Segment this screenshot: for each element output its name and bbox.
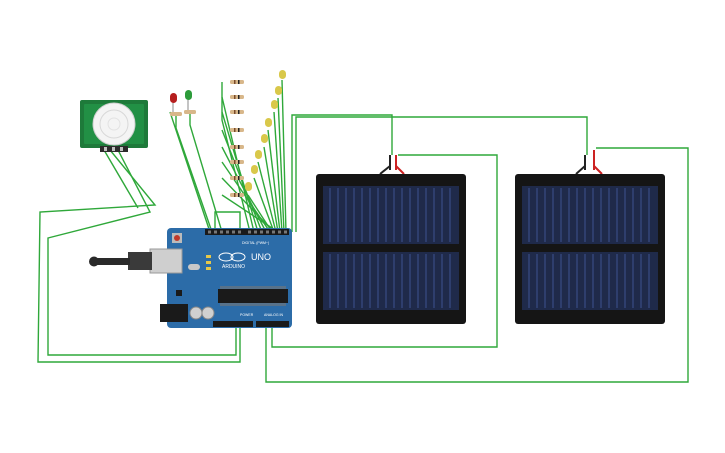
wire-ret-7 [253, 177, 275, 233]
yellow-led-8[interactable] [245, 182, 252, 191]
power-header [213, 321, 253, 327]
wire-solar1-b [271, 154, 498, 348]
solar-panel-2[interactable] [515, 150, 665, 324]
wire-y3 [221, 111, 259, 233]
power-jack [160, 304, 188, 322]
board-model: UNO [251, 252, 271, 262]
solar-panel-1-cell-lines [329, 188, 451, 308]
wire-solar2-b [265, 147, 689, 383]
wire-ret-4 [267, 129, 281, 233]
yellow-led-array [230, 70, 286, 197]
yellow-led-2[interactable] [275, 86, 282, 95]
solar-panel-2-bottom-cells [522, 252, 658, 310]
solar-panel-1[interactable] [316, 155, 466, 324]
pir-dome [92, 102, 136, 146]
wire-ret-6 [257, 161, 277, 233]
wire-red-led [175, 112, 213, 233]
resistor-2[interactable] [230, 95, 244, 99]
wires [37, 79, 689, 383]
wire-green-led [189, 110, 223, 233]
digital-header-label: DIGITAL (PWM~) [242, 241, 269, 245]
status-led-tx [206, 261, 211, 264]
analog-header-label: ANALOG IN [264, 313, 284, 317]
crystal [188, 264, 200, 270]
wire-ret-1 [281, 79, 287, 233]
usb-cable [96, 258, 130, 265]
wire-red-led-res [169, 111, 211, 233]
status-led-rx [206, 267, 211, 270]
yellow-led-5[interactable] [261, 134, 268, 143]
yellow-led-3[interactable] [271, 100, 278, 109]
yellow-led-7[interactable] [251, 165, 258, 174]
resistor-4[interactable] [230, 128, 244, 132]
wire-ret-3 [273, 111, 283, 233]
pir-sensor[interactable] [80, 100, 148, 152]
yellow-led-6[interactable] [255, 150, 262, 159]
resistor-6[interactable] [230, 160, 244, 164]
red-led[interactable] [170, 93, 177, 112]
solar-panel-1-top-cells [323, 186, 459, 244]
solar-panel-2-cell-lines [528, 188, 650, 308]
arduino-logo [218, 252, 246, 262]
power-header-label: POWER [240, 313, 254, 317]
green-led[interactable] [185, 90, 192, 110]
arduino-uno-board[interactable]: DIGITAL (PWM~) ARDUINO UNO POWER ANALOG … [89, 228, 292, 328]
resistor-3[interactable] [230, 110, 244, 114]
wire-y5 [221, 146, 267, 233]
atmega-chip [218, 289, 288, 303]
wire-ret-5 [263, 146, 279, 233]
usb-connector [149, 248, 183, 274]
digital-header [205, 229, 289, 235]
wire-pir-2 [47, 149, 237, 356]
wire-pir-3 [103, 149, 139, 209]
status-led-l [206, 255, 211, 258]
board-brand: ARDUINO [222, 264, 245, 270]
resistor-5[interactable] [230, 145, 244, 149]
resistor-1[interactable] [230, 80, 244, 84]
resistor-7[interactable] [230, 176, 244, 180]
solar-panel-2-top-cells [522, 186, 658, 244]
wire-ret-8 [247, 194, 273, 233]
indicator-resistors [170, 110, 196, 116]
wire-solar2-a [295, 116, 588, 232]
resistor-8[interactable] [230, 193, 244, 197]
wire-y4 [221, 129, 263, 233]
analog-header [256, 321, 289, 327]
wire-solar1-a [291, 114, 393, 232]
yellow-led-1[interactable] [279, 70, 286, 79]
solar-panel-1-bottom-cells [323, 252, 459, 310]
capacitor-1 [189, 306, 203, 320]
yellow-led-4[interactable] [265, 118, 272, 127]
wire-pir-1 [37, 149, 241, 363]
wire-ret-2 [277, 97, 285, 233]
capacitor-2 [201, 306, 215, 320]
